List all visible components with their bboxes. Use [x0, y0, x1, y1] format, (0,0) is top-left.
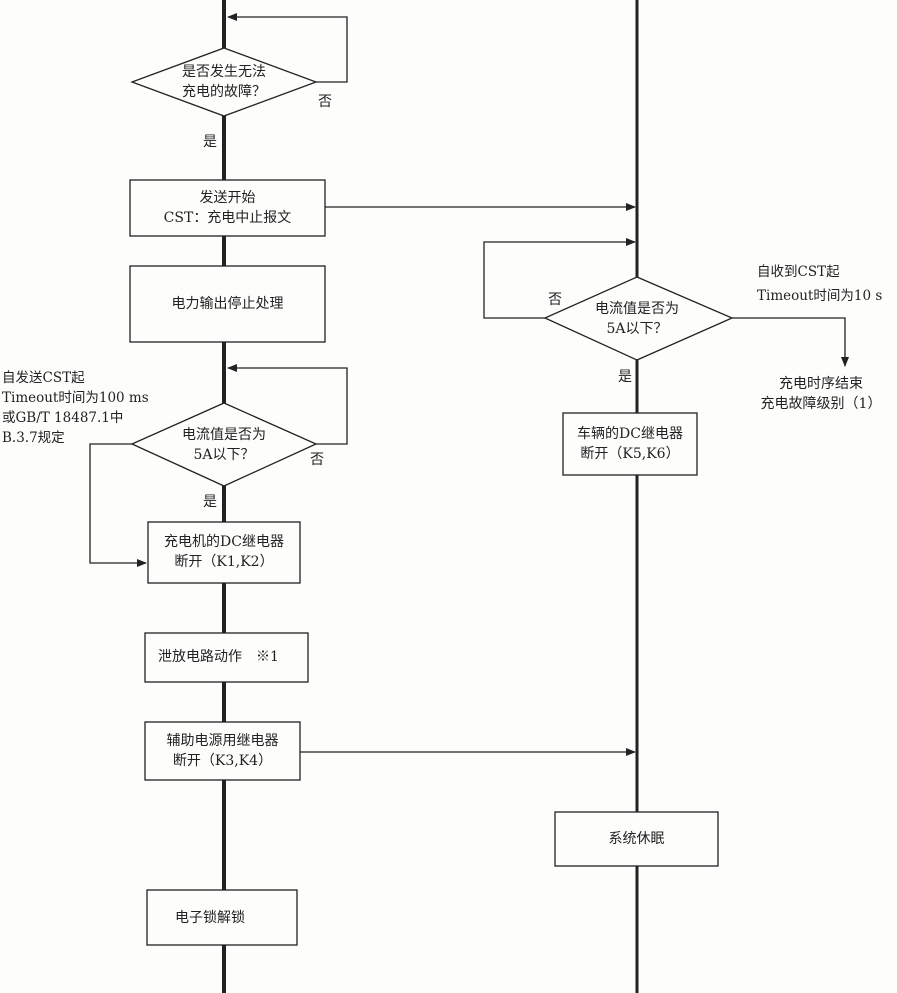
right-end-line1: 充电时序结束 [779, 376, 863, 392]
box-send-cst-text: 发送开始 CST：充电中止报文 [130, 188, 325, 228]
box-sleep [554, 811, 719, 867]
box-send-cst-line1: 发送开始 [199, 190, 256, 206]
right-decision-text: 电流值是否为 5A以下？ [557, 299, 717, 339]
decision1-loop-arrow [227, 13, 348, 83]
decision2-text: 电流值是否为 5A以下？ [144, 425, 304, 465]
box-dc-relay-text: 充电机的DC继电器 断开（K1,K2） [148, 532, 300, 572]
right-decision-diamond [543, 276, 734, 361]
box-dc-relay [147, 521, 301, 584]
decision1-diamond [130, 47, 318, 117]
right-end-line2: 充电故障级别（1） [760, 396, 882, 412]
box-unlock-text: 电子锁解锁 [175, 910, 245, 926]
decision2-yes-label: 是 [203, 494, 217, 510]
box-unlock [146, 889, 298, 946]
box-vehicle-relay-text: 车辆的DC继电器 断开（K5,K6） [563, 424, 697, 464]
box-dc-relay-line2: 断开（K1,K2） [174, 554, 274, 570]
right-decision-line2: 5A以下？ [606, 321, 668, 337]
box-send-cst-line2: CST：充电中止报文 [163, 210, 292, 226]
box-send-cst [129, 179, 326, 237]
box-discharge [144, 632, 309, 683]
box-vehicle-relay-line1: 车辆的DC继电器 [577, 426, 683, 442]
decision1-line1: 是否发生无法 [182, 64, 266, 80]
right-decision-line1: 电流值是否为 [595, 301, 679, 317]
right-decision-loop-arrow [483, 238, 636, 319]
decision1-text: 是否发生无法 充电的故障？ [144, 62, 304, 102]
decision2-line1: 电流值是否为 [182, 427, 266, 443]
box-aux-relay-text: 辅助电源用继电器 断开（K3,K4） [145, 731, 300, 771]
decision2-no-label: 否 [310, 452, 324, 468]
left-timeout-line1: 自发送CST起 [2, 370, 85, 386]
left-timeout-line4: B.3.7规定 [2, 430, 65, 446]
box-vehicle-relay-line2: 断开（K5,K6） [580, 446, 680, 462]
left-timeout-note: 自发送CST起 Timeout时间为100 ms 或GB/T 18487.1中 … [2, 368, 149, 448]
box-vehicle-relay [562, 412, 698, 476]
decision1-line2: 充电的故障？ [182, 84, 266, 100]
box-sleep-text: 系统休眠 [608, 831, 665, 847]
left-timeout-line2: Timeout时间为100 ms [2, 390, 149, 406]
box-discharge-text: 泄放电路动作 ※1 [158, 649, 279, 665]
box-power-stop-text: 电力输出停止处理 [171, 296, 284, 312]
right-decision-no-label: 否 [548, 292, 562, 308]
right-timeout-note: 自收到CST起 Timeout时间为10 s [757, 262, 882, 306]
decision1-no-label: 否 [318, 94, 332, 110]
decision2-loop-arrow [227, 364, 348, 445]
box-dc-relay-line1: 充电机的DC继电器 [164, 534, 284, 550]
box-power-stop [129, 265, 326, 343]
box-aux-relay [144, 721, 301, 781]
right-timeout-arrow [732, 317, 849, 367]
right-decision-yes-label: 是 [618, 369, 632, 385]
box-aux-relay-line1: 辅助电源用继电器 [166, 733, 279, 749]
decision2-diamond [130, 402, 318, 487]
left-timeout-line3: 或GB/T 18487.1中 [2, 410, 124, 426]
right-end-note: 充电时序结束 充电故障级别（1） [745, 374, 897, 414]
right-timeout-line1: 自收到CST起 [757, 264, 840, 280]
right-timeout-line2: Timeout时间为10 s [757, 288, 883, 304]
decision1-yes-label: 是 [203, 134, 217, 150]
decision2-line2: 5A以下？ [193, 447, 255, 463]
timeout-bypass-arrow [89, 443, 147, 567]
box-aux-relay-line2: 断开（K3,K4） [172, 753, 273, 769]
